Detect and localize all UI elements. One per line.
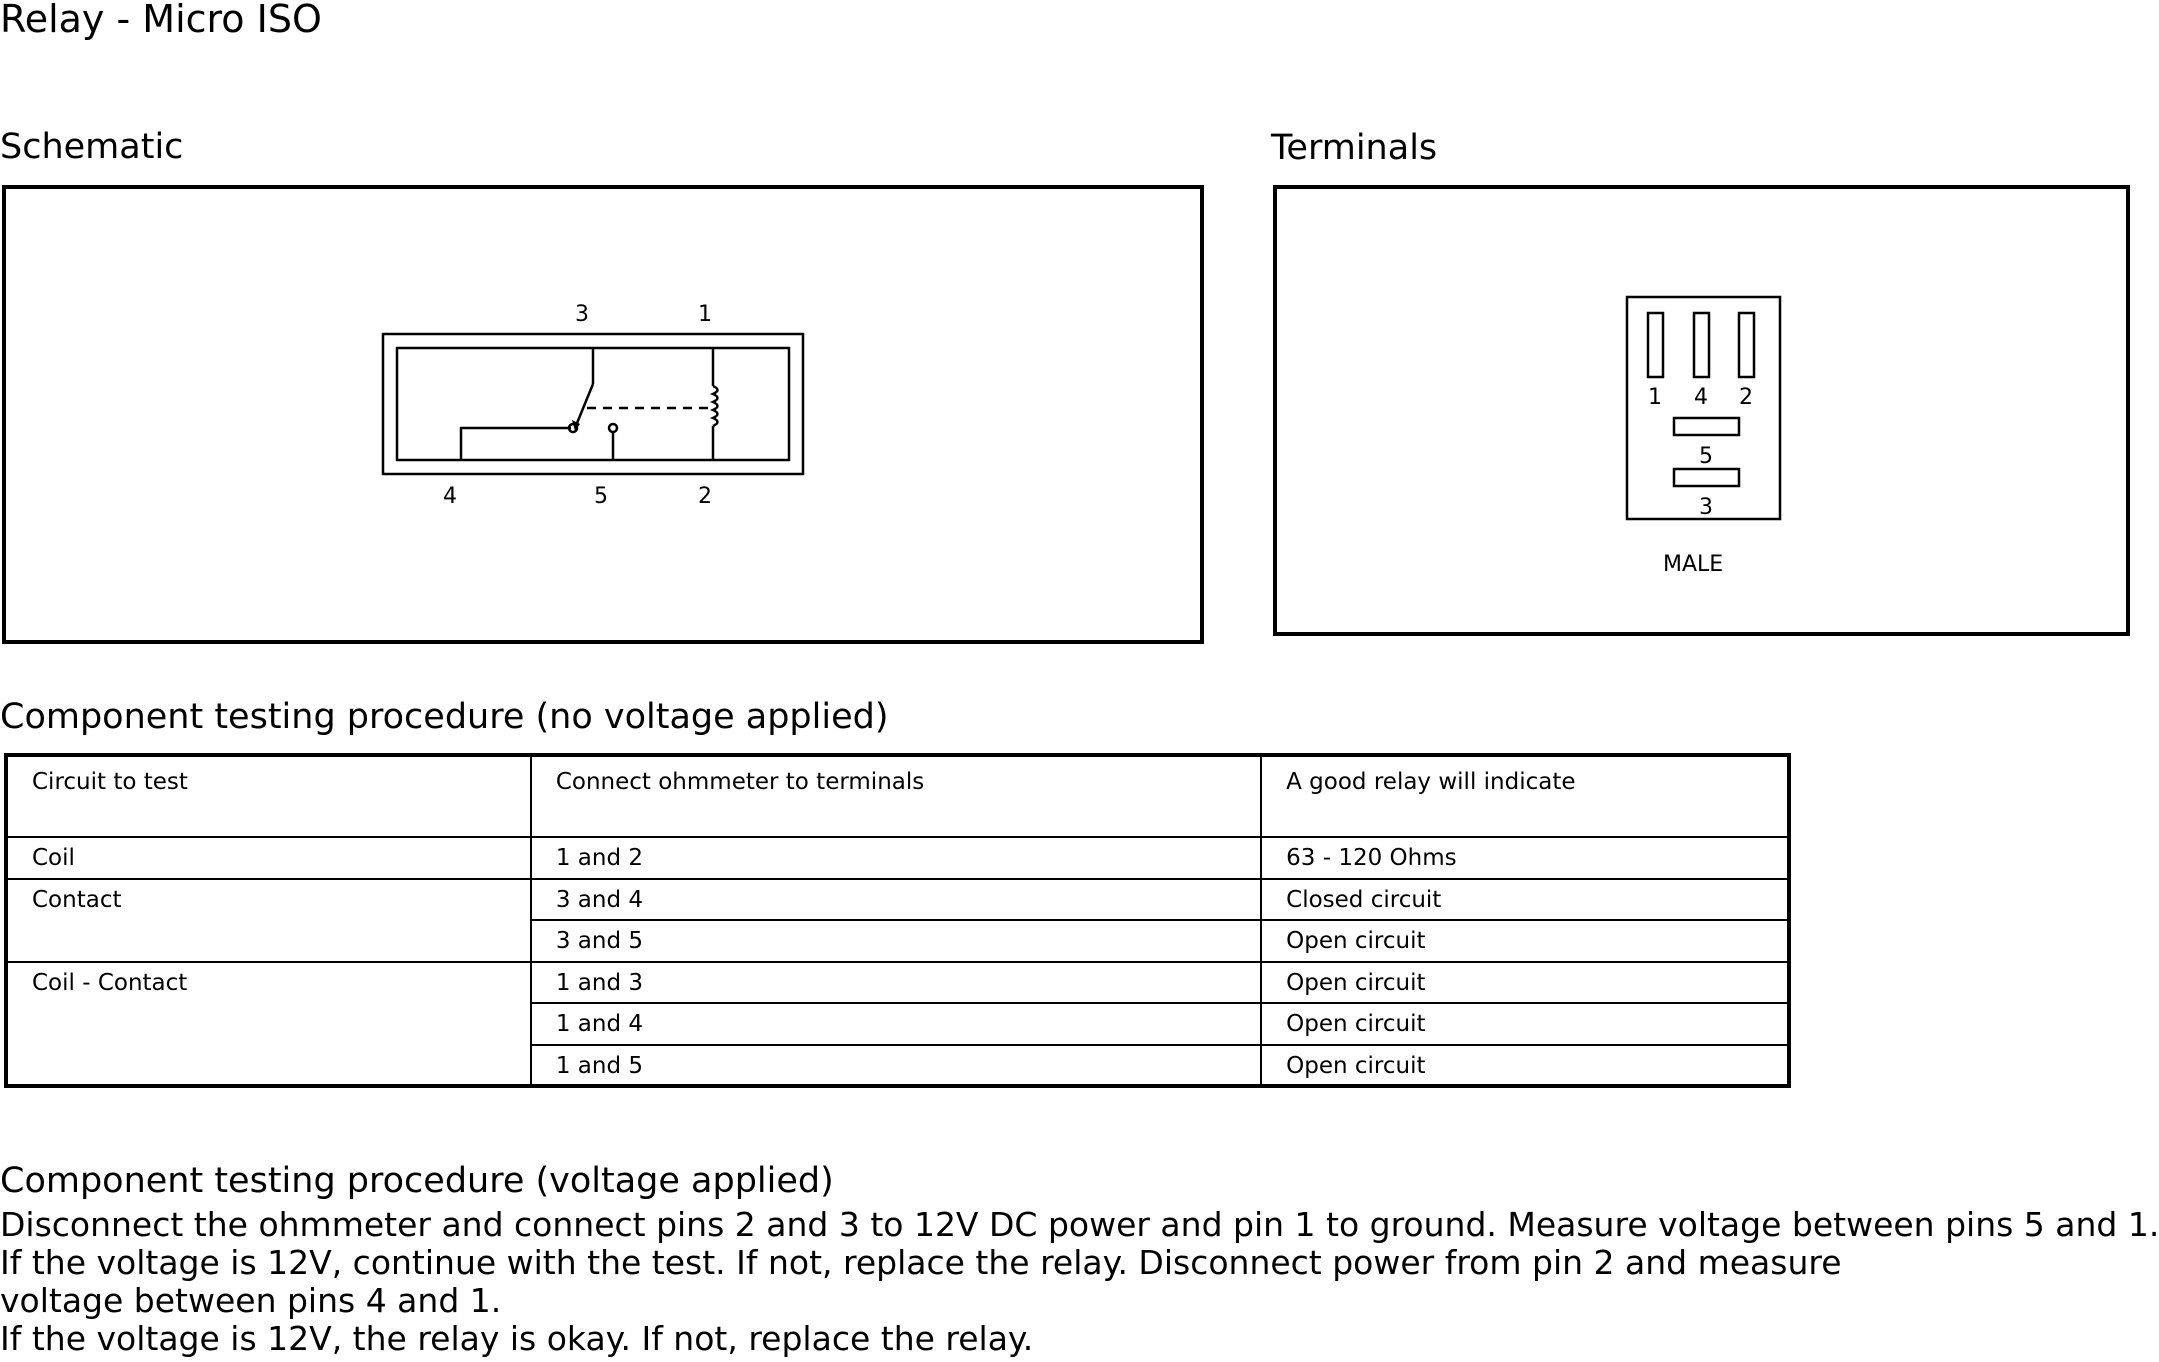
terminal-pin-3 <box>1672 467 1741 488</box>
table-row: 1 and 5 Open circuit <box>6 1043 1790 1087</box>
switch-arrow <box>572 420 580 431</box>
schematic-label-4: 4 <box>443 484 457 509</box>
table-row: Coil 1 and 2 63 - 120 Ohms <box>5 836 1790 880</box>
schematic-label-5: 5 <box>594 484 608 509</box>
voltage-testing-instructions: Disconnect the ohmmeter and connect pins… <box>0 1205 2159 1358</box>
terminal-label-5: 5 <box>1699 444 1713 469</box>
terminal-label-4: 4 <box>1694 385 1708 410</box>
schematic-label-3: 3 <box>575 302 589 327</box>
instruction-line: If the voltage is 12V, continue with the… <box>0 1243 1842 1282</box>
terminals-cell: 1 and 3 <box>529 960 1263 1004</box>
no-contact <box>607 422 619 434</box>
table-row: 3 and 5 Open circuit <box>6 919 1790 963</box>
relay-outer-housing <box>381 332 805 476</box>
terminal-gender-label: MALE <box>1663 552 1723 577</box>
column-header-terminals: Connect ohmmeter to terminals <box>529 754 1263 838</box>
indication-cell: Open circuit <box>1260 960 1790 1004</box>
no-voltage-testing-heading: Component testing procedure (no voltage … <box>0 697 889 737</box>
instruction-line: If the voltage is 12V, the relay is okay… <box>0 1319 1034 1358</box>
table-row: 1 and 4 Open circuit <box>6 1002 1790 1046</box>
pin-4-lead <box>459 426 571 460</box>
circuit-cell: Coil <box>5 836 532 880</box>
testing-table: Circuit to test Connect ohmmeter to term… <box>4 753 1791 1088</box>
terminal-pin-1 <box>1646 311 1665 379</box>
schematic-label-1: 1 <box>698 302 712 327</box>
instruction-line: Disconnect the ohmmeter and connect pins… <box>0 1205 2159 1244</box>
terminals-cell: 1 and 5 <box>529 1043 1263 1087</box>
indication-cell: Open circuit <box>1260 919 1790 963</box>
terminal-pin-2 <box>1737 311 1756 379</box>
schematic-panel <box>2 185 1204 644</box>
table-row: Coil - Contact 1 and 3 Open circuit <box>5 960 1790 1087</box>
instruction-line: voltage between pins 4 and 1. <box>0 1281 502 1320</box>
connector-outline <box>1625 295 1782 521</box>
circuit-cell: Coil - Contact <box>5 960 532 1087</box>
indication-cell: Closed circuit <box>1260 877 1790 921</box>
schematic-label-2: 2 <box>698 484 712 509</box>
indication-cell: Open circuit <box>1260 1002 1790 1046</box>
terminal-label-1: 1 <box>1648 385 1662 410</box>
terminal-pin-4 <box>1692 311 1711 379</box>
terminals-cell: 1 and 2 <box>529 836 1263 880</box>
terminal-label-3: 3 <box>1699 495 1713 520</box>
column-header-indication: A good relay will indicate <box>1260 754 1790 838</box>
switch-arm <box>573 383 595 429</box>
table-row: Contact 3 and 4 Closed circuit <box>5 877 1790 963</box>
terminal-connector-diagram <box>1625 295 1782 521</box>
terminals-cell: 1 and 4 <box>529 1002 1263 1046</box>
indication-cell: 63 - 120 Ohms <box>1260 836 1790 880</box>
table-header-row: Circuit to test Connect ohmmeter to term… <box>5 754 1790 838</box>
terminals-panel <box>1273 185 2130 636</box>
terminal-pin-5 <box>1672 416 1741 437</box>
column-header-circuit: Circuit to test <box>5 754 532 838</box>
terminals-cell: 3 and 4 <box>529 877 1263 921</box>
terminals-heading: Terminals <box>1271 128 1438 168</box>
indication-cell: Open circuit <box>1260 1043 1790 1087</box>
coil-winding <box>709 384 719 428</box>
schematic-heading: Schematic <box>0 127 184 167</box>
circuit-cell: Contact <box>5 877 532 963</box>
page-title: Relay - Micro ISO <box>0 0 322 41</box>
voltage-testing-heading: Component testing procedure (voltage app… <box>0 1161 834 1201</box>
terminals-cell: 3 and 5 <box>529 919 1263 963</box>
terminal-label-2: 2 <box>1739 385 1753 410</box>
